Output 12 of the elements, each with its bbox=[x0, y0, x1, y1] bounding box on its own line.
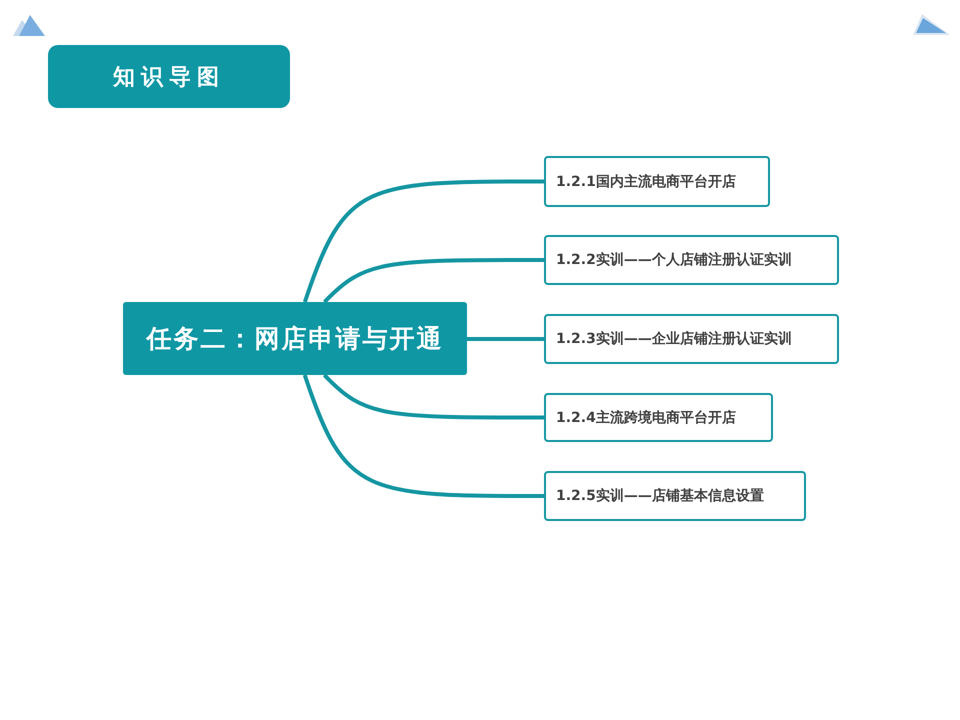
subtopic-box: 1.2.3实训——企业店铺注册认证实训 bbox=[544, 314, 839, 364]
topic-box: 任务二：网店申请与开通 bbox=[123, 302, 467, 375]
subtopic-box: 1.2.4主流跨境电商平台开店 bbox=[544, 393, 773, 442]
branch-line bbox=[467, 337, 544, 341]
branch-line bbox=[323, 258, 544, 304]
branch-line bbox=[302, 374, 544, 498]
subtopic-box: 1.2.1国内主流电商平台开店 bbox=[544, 156, 770, 207]
subtopic-box: 1.2.2实训——个人店铺注册认证实训 bbox=[544, 235, 839, 285]
branch-line bbox=[322, 374, 544, 420]
subtopic-box: 1.2.5实训——店铺基本信息设置 bbox=[544, 471, 806, 521]
title-banner: 知识导图 bbox=[48, 45, 290, 108]
branch-line bbox=[302, 180, 544, 303]
